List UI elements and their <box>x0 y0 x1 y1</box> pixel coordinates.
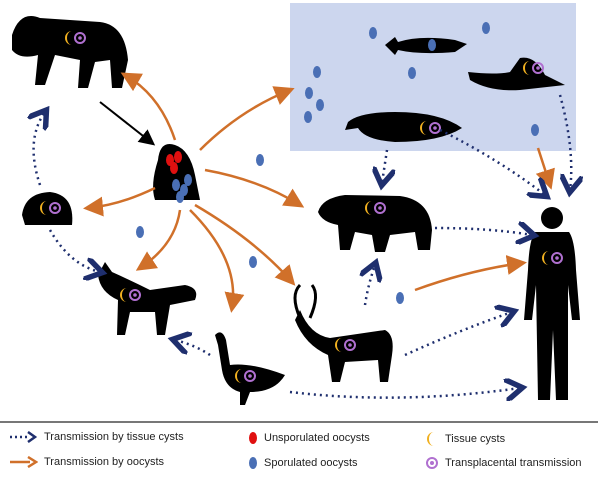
ring-icon <box>426 457 438 469</box>
legend-label: Unsporulated oocysts <box>264 432 370 444</box>
oocyst-transmission-arrows <box>83 72 555 313</box>
seal-silhouette <box>468 57 565 91</box>
sporulated-oocysts-environment <box>136 22 539 304</box>
blue-oocyst-icon <box>249 457 257 469</box>
legend-item-unsporulated: Unsporulated oocysts <box>248 431 370 445</box>
legend-item-transplacental: Transplacental transmission <box>425 456 582 470</box>
legend-label: Sporulated oocysts <box>264 457 358 469</box>
tissue-cyst-transmission-arrows <box>34 94 572 398</box>
legend-item-tissue-cyst-transmission: Transmission by tissue cysts <box>8 431 184 443</box>
polar-bear-silhouette <box>318 195 432 252</box>
legend-item-sporulated: Sporulated oocysts <box>248 456 358 470</box>
cat-predation-arrow <box>99 101 156 146</box>
legend: Transmission by tissue cysts Transmissio… <box>0 421 598 483</box>
legend-item-oocyst-transmission: Transmission by oocysts <box>8 456 164 468</box>
diagram-canvas <box>12 3 600 405</box>
crescent-icon <box>427 432 434 446</box>
legend-label: Transmission by tissue cysts <box>44 431 184 443</box>
legend-label: Transplacental transmission <box>445 457 582 469</box>
fish-silhouette <box>385 37 467 55</box>
rodent-silhouette <box>22 192 73 225</box>
legend-label: Transmission by oocysts <box>44 456 165 468</box>
cat-silhouette <box>153 144 200 203</box>
orange-arrow-icon <box>10 456 38 468</box>
dotted-arrow-icon <box>10 431 38 443</box>
legend-item-tissue-cysts: Tissue cysts <box>425 431 505 447</box>
goose-silhouette <box>215 332 285 405</box>
human-silhouette <box>524 207 580 400</box>
caribou-silhouette <box>292 283 393 382</box>
whale-silhouette <box>345 112 462 142</box>
fox-silhouette <box>98 262 197 335</box>
legend-label: Tissue cysts <box>445 433 506 445</box>
red-oocyst-icon <box>249 432 257 444</box>
lynx-silhouette <box>12 16 128 88</box>
